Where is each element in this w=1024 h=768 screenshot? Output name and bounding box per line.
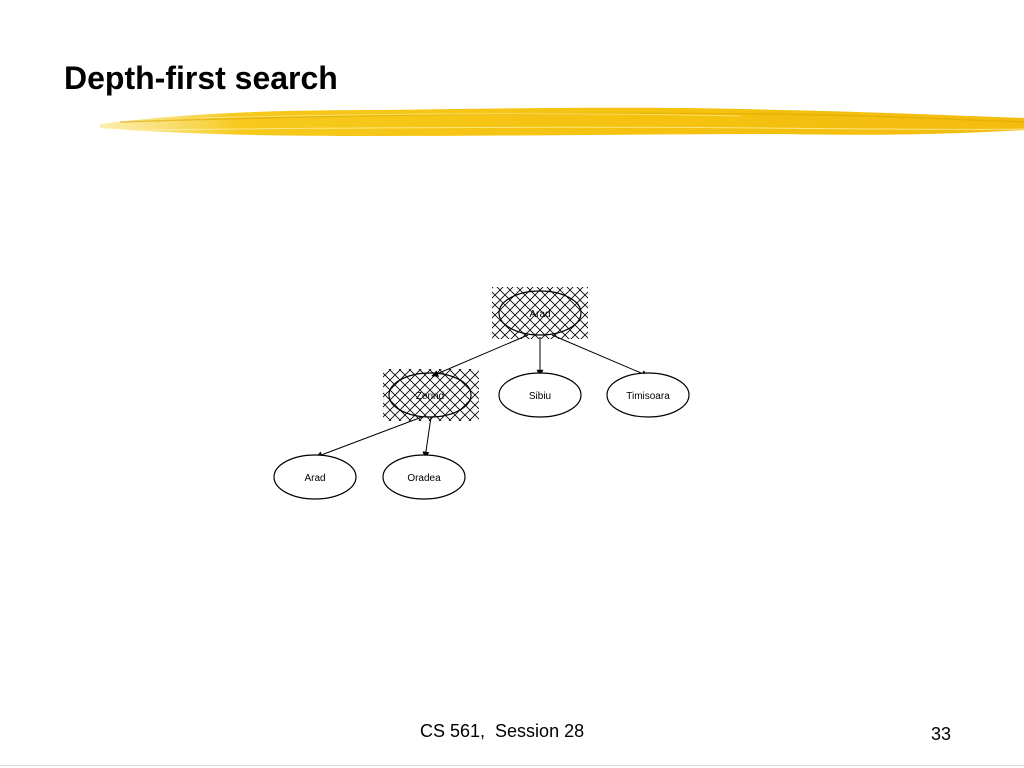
page-number: 33 [931, 724, 952, 744]
node-timisoara: Timisoara [606, 372, 690, 418]
slide-title: Depth-first search [64, 60, 338, 96]
yellow-brush-stroke [100, 107, 1024, 136]
node-label: Zerind [416, 391, 444, 402]
edge-arad-timisoara [551, 334, 649, 377]
node-oradea: Oradea [382, 454, 466, 500]
node-label: Timisoara [626, 391, 670, 402]
node-ellipse [273, 454, 357, 500]
hatch-box [383, 369, 479, 421]
edge-zerind-arad [315, 416, 423, 459]
node-zerind: Zerind [383, 369, 479, 421]
node-ellipse [382, 454, 466, 500]
node-label: Sibiu [529, 391, 551, 402]
bottom-divider [0, 765, 1024, 766]
node-sibiu: Sibiu [498, 372, 582, 418]
node-label: Oradea [407, 473, 441, 484]
node-label: Arad [304, 473, 325, 484]
node-ellipse [606, 372, 690, 418]
node-arad-root: Arad [492, 287, 588, 339]
edge-zerind-oradea [422, 416, 432, 459]
node-ellipse [498, 290, 582, 336]
node-label: Arad [529, 309, 550, 320]
hatch-box [492, 287, 588, 339]
tree-edges [315, 334, 649, 459]
node-ellipse [388, 372, 472, 418]
node-arad-leaf: Arad [273, 454, 357, 500]
node-ellipse [498, 372, 582, 418]
footer-session: CS 561, Session 28 [420, 721, 585, 741]
